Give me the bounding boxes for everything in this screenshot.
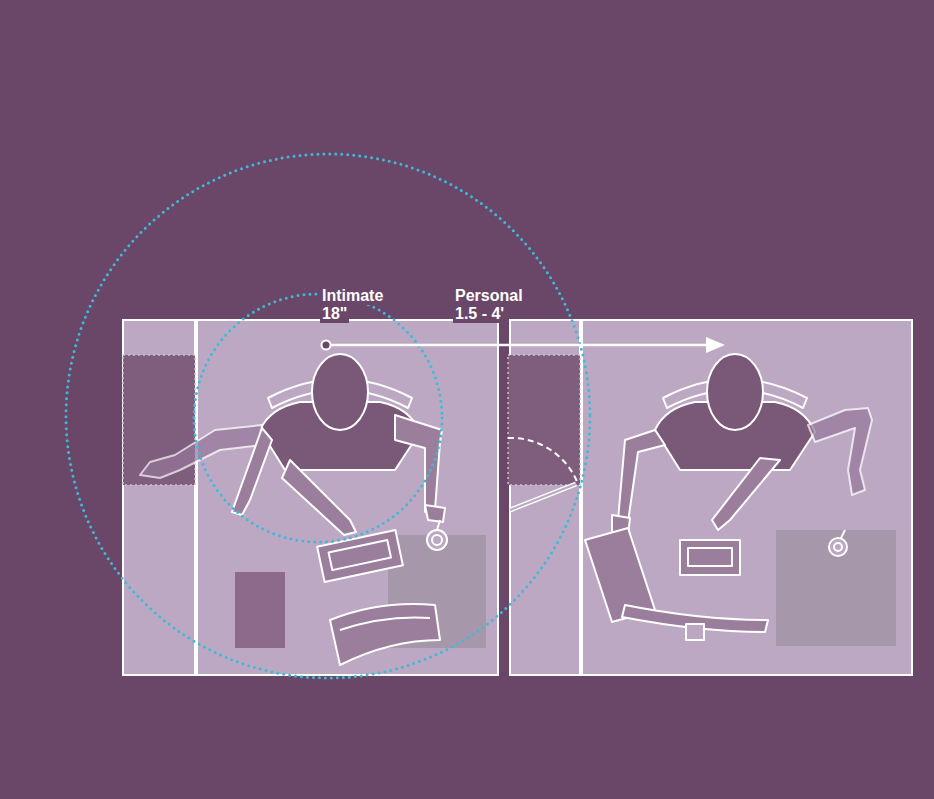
- seated-person: [585, 354, 872, 640]
- proximity-zone: [66, 154, 590, 678]
- zone-label: Personal: [453, 287, 525, 305]
- door-swing: [508, 438, 578, 510]
- zone-label: Intimate: [320, 287, 385, 305]
- storage-panel: [123, 355, 580, 485]
- zone-label: 1.5 - 4': [453, 305, 506, 323]
- desk: [123, 320, 912, 675]
- zone-label: 18": [320, 305, 349, 323]
- distance-arrow: [322, 337, 726, 353]
